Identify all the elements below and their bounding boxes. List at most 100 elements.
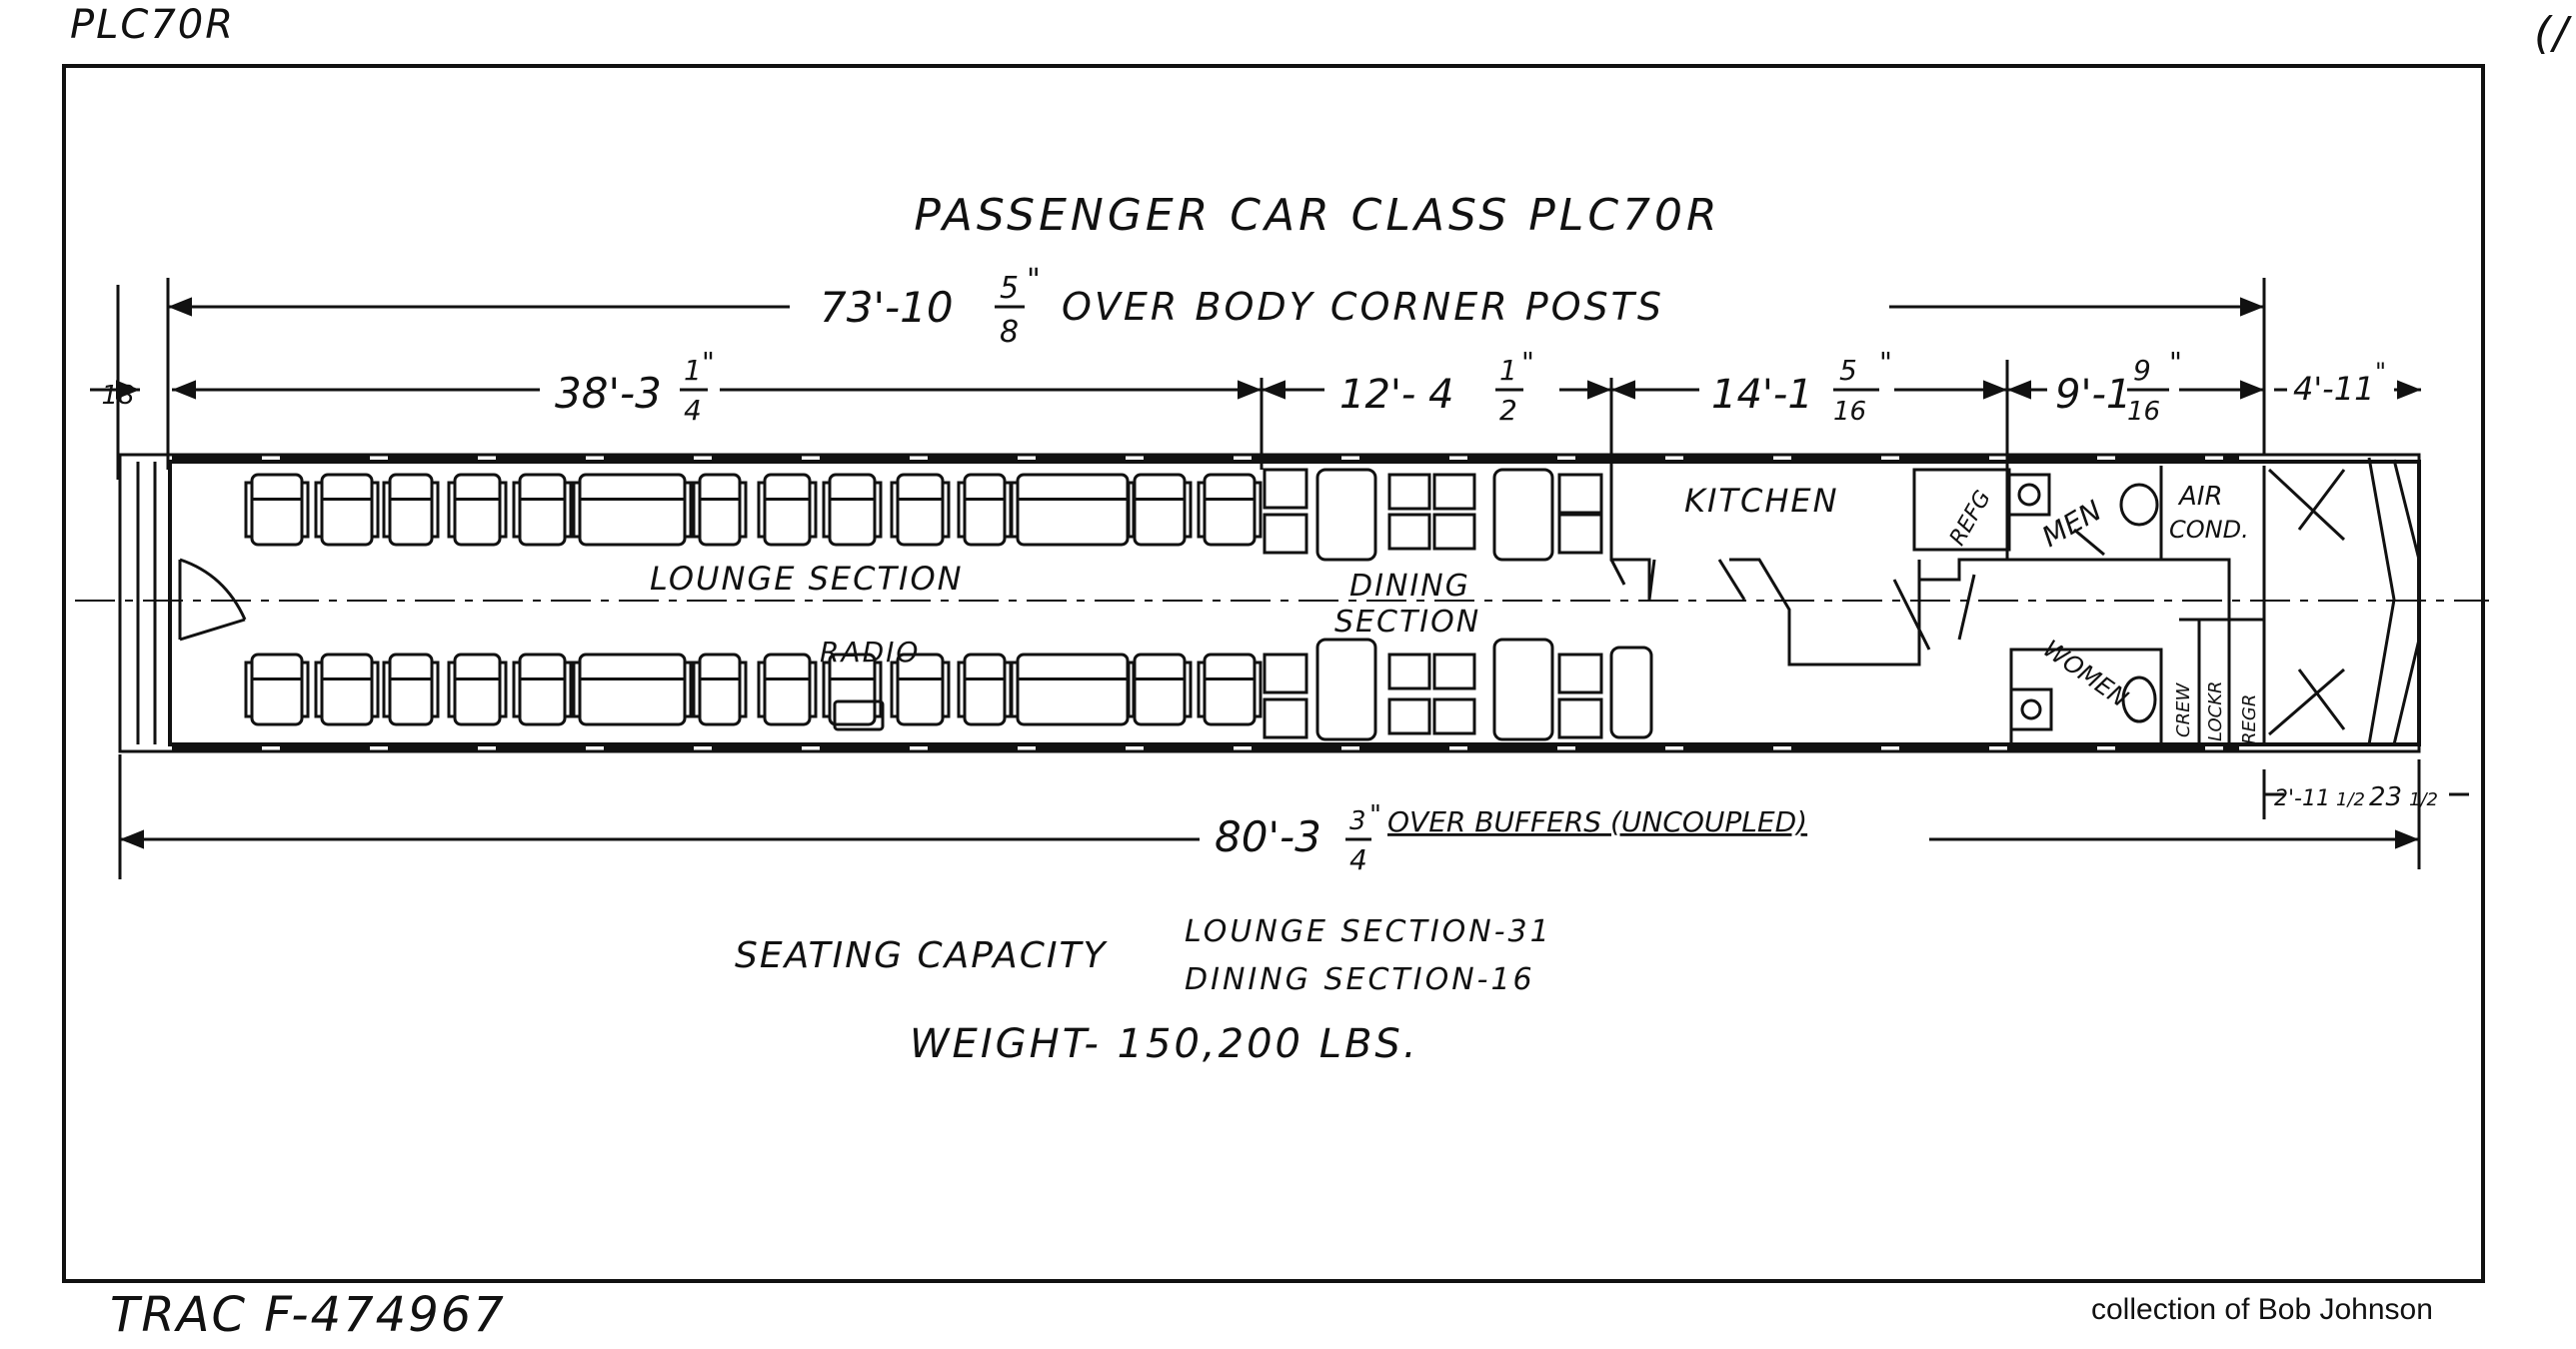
seat-sofa xyxy=(1016,653,1130,726)
label-men: MEN xyxy=(2036,494,2107,554)
seat-arm xyxy=(244,661,254,718)
seat-arm xyxy=(572,661,582,718)
seat-arm xyxy=(873,661,883,718)
dim-end-offset: 18 xyxy=(101,381,134,411)
dining-chair xyxy=(1387,473,1431,511)
seat-arm xyxy=(430,481,440,539)
seat-arm xyxy=(563,661,573,718)
label-air-2: COND. xyxy=(2169,516,2249,544)
label-lounge-section: LOUNGE SECTION xyxy=(650,560,964,598)
seat-arm xyxy=(447,481,457,539)
seat-arm xyxy=(1003,481,1013,539)
seat-chair xyxy=(453,473,502,547)
dining-chair xyxy=(1557,653,1603,694)
dim-kitchen-num: 5 xyxy=(1839,354,1857,387)
seat-arm xyxy=(692,661,702,718)
seat-arm xyxy=(512,481,522,539)
dim-toilets-den: 16 xyxy=(2127,397,2160,427)
seat-chair xyxy=(1133,473,1187,547)
seat-arm xyxy=(738,661,748,718)
dim-coupler-b-frac: 1/2 xyxy=(2409,789,2438,810)
seat-chair xyxy=(963,473,1007,547)
trac-code: TRAC F-474967 xyxy=(110,1287,506,1343)
seat-arm xyxy=(1127,661,1137,718)
seat-arm xyxy=(1197,481,1207,539)
dim-dining-num: 1 xyxy=(1499,354,1517,387)
seat-chair xyxy=(1203,473,1257,547)
label-crew-2: LOCKR xyxy=(2205,680,2226,741)
seat-arm xyxy=(1010,481,1020,539)
seat-arm xyxy=(1010,661,1020,718)
dim-overall-unit: " xyxy=(1027,263,1041,298)
seat-arm xyxy=(738,481,748,539)
seat-chair xyxy=(698,653,742,726)
seat-arm xyxy=(382,481,392,539)
seat-arm xyxy=(822,481,832,539)
seat-arm xyxy=(873,481,883,539)
seating-lounge: LOUNGE SECTION-31 xyxy=(1185,914,1552,949)
dim-coupler-b: 23 xyxy=(2369,782,2402,812)
seat-arm xyxy=(757,661,767,718)
dining-chair xyxy=(1263,697,1308,739)
seat-chair xyxy=(453,653,502,726)
seat-arm xyxy=(890,481,900,539)
seat-sofa xyxy=(578,473,687,547)
seat-arm xyxy=(757,481,767,539)
seat-arm xyxy=(382,661,392,718)
dining-chair xyxy=(1432,653,1476,690)
dining-chair xyxy=(1432,473,1476,511)
seat-sofa xyxy=(578,653,687,726)
seat-arm xyxy=(1253,661,1263,718)
seat-chair xyxy=(388,473,434,547)
dim-dining-den: 2 xyxy=(1499,394,1517,427)
seat-arm xyxy=(314,481,324,539)
dim-toilets-value: 9'-1 xyxy=(2055,372,2131,418)
seat-arm xyxy=(941,661,951,718)
dining-chair xyxy=(1263,653,1308,694)
label-air-1: AIR xyxy=(2177,482,2223,512)
seat-chair xyxy=(388,653,434,726)
dim-overall-posts xyxy=(166,278,2266,470)
label-crew-1: CREW xyxy=(2173,682,2194,737)
seat-arm xyxy=(957,481,967,539)
dim-toilets-num: 9 xyxy=(2133,354,2151,387)
seat-arm xyxy=(683,661,693,718)
dim-kitchen-unit: " xyxy=(1879,346,1892,379)
seating-dining: DINING SECTION-16 xyxy=(1185,962,1535,997)
seat-sofa xyxy=(1016,473,1130,547)
label-refg: REFG xyxy=(1945,487,1996,551)
seat-arm xyxy=(1197,661,1207,718)
seat-arm xyxy=(1183,661,1193,718)
dining-chair xyxy=(1557,513,1603,555)
dining-chair xyxy=(1557,697,1603,739)
seat-arm xyxy=(822,661,832,718)
dim-vestibule-unit: " xyxy=(2375,358,2386,386)
dim-kitchen-value: 14'-1 xyxy=(1711,372,1813,418)
seat-arm xyxy=(300,481,310,539)
drawing-frame xyxy=(62,64,2485,1283)
dim-toilets-unit: " xyxy=(2169,346,2182,379)
dining-chair xyxy=(1263,513,1308,555)
dim-dining-value: 12'- 4 xyxy=(1339,372,1454,418)
dim-kitchen-den: 16 xyxy=(1833,397,1866,427)
label-regr: REGR xyxy=(2239,694,2260,744)
kitchen-area xyxy=(1609,466,2346,746)
seat-chair xyxy=(963,653,1007,726)
seat-arm xyxy=(941,481,951,539)
dining-chair xyxy=(1387,697,1431,735)
seat-arm xyxy=(498,661,508,718)
seat-chair xyxy=(320,653,374,726)
seat-arm xyxy=(430,661,440,718)
seat-arm xyxy=(300,661,310,718)
dim-lounge-value: 38'-3 xyxy=(555,369,662,418)
dim-dining-unit: " xyxy=(1521,346,1534,379)
seat-arm xyxy=(957,661,967,718)
dim-vestibule-value: 4'-11 xyxy=(2293,370,2374,408)
seat-arm xyxy=(683,481,693,539)
label-radio: RADIO xyxy=(820,636,920,669)
dining-chair xyxy=(1263,468,1308,510)
seat-arm xyxy=(1183,481,1193,539)
dining-chair xyxy=(1557,473,1603,515)
seat-chair xyxy=(250,473,304,547)
seat-chair xyxy=(518,473,567,547)
